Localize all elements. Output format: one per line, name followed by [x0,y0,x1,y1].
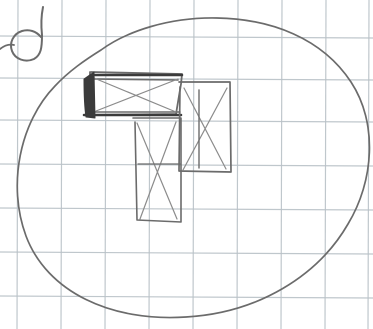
grid-line-v [61,0,62,329]
grid-line-v [237,0,238,329]
grid-line-h [0,78,373,80]
grid-line-h [0,296,373,298]
grid-line-v [193,0,194,329]
grid-line-h [0,120,373,122]
grid-line-h [0,36,373,38]
grid-line-v [325,0,326,329]
grid-line-h [0,208,373,210]
handwritten-letter-d [0,7,43,61]
grid-line-h [0,252,373,254]
grid-line-v [105,0,106,329]
grid-line-v [281,0,282,329]
